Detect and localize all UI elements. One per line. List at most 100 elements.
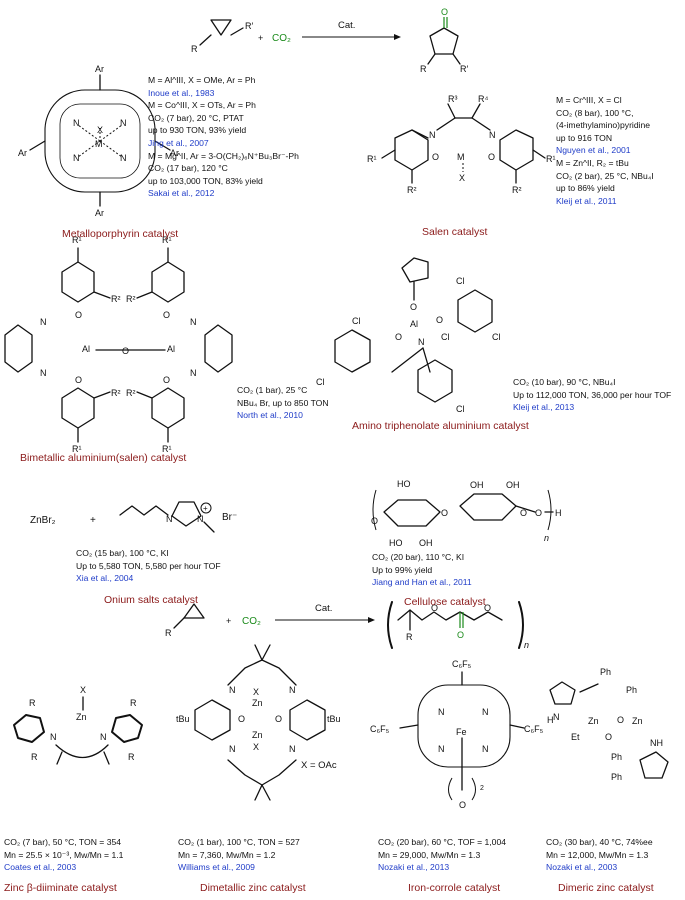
svg-text:N: N: [190, 317, 197, 327]
svg-text:Cat.: Cat.: [315, 603, 332, 614]
svg-text:R²: R²: [126, 294, 136, 304]
reaction1-co2: CO₂: [272, 33, 291, 44]
reference-link[interactable]: Kleij et al., 2011: [556, 195, 617, 206]
svg-text:Zn: Zn: [252, 730, 263, 740]
svg-text:Ar: Ar: [95, 64, 104, 74]
svg-text:M: M: [95, 139, 103, 149]
cond-line: Mn = 25.5 × 10⁻³, Mw/Mn = 1.1: [4, 849, 124, 860]
svg-text:Ph: Ph: [626, 685, 637, 695]
svg-text:N: N: [553, 712, 560, 722]
svg-text:R: R: [130, 698, 137, 708]
cond-line: M = Al^III, X = OMe, Ar = Ph: [148, 75, 256, 85]
svg-text:C₆F₅: C₆F₅: [524, 724, 544, 734]
cond-line: up to 916 TON: [556, 132, 613, 143]
zinc-bdi-caption: Zinc β-diiminate catalyst: [4, 882, 117, 894]
svg-text:O: O: [371, 516, 378, 526]
svg-text:tBu: tBu: [176, 714, 190, 724]
cond-line: NBu₄ Br, up to 850 TON: [237, 397, 329, 408]
svg-text:C₆F₅: C₆F₅: [370, 724, 390, 734]
svg-text:Ph: Ph: [611, 752, 622, 762]
svg-text:O: O: [395, 332, 402, 342]
svg-text:O: O: [535, 508, 542, 518]
reference-link[interactable]: North et al., 2010: [237, 410, 303, 421]
svg-text:R²: R²: [126, 388, 136, 398]
svg-text:Cl: Cl: [441, 332, 450, 342]
reaction1-scheme: R R′ + CO₂ Cat. O R R′: [191, 7, 468, 74]
reference-link[interactable]: Jiang and Han et al., 2011: [372, 577, 472, 588]
svg-text:R: R: [31, 752, 38, 762]
svg-text:N: N: [166, 514, 173, 524]
svg-text:N: N: [429, 130, 436, 140]
svg-text:OH: OH: [506, 480, 520, 490]
svg-text:Zn: Zn: [632, 716, 643, 726]
svg-text:Cl: Cl: [456, 276, 465, 286]
reaction2-scheme: R + CO₂ Cat. R O O O n: [165, 601, 529, 650]
reference-link[interactable]: Coates et al., 2003: [4, 862, 77, 873]
cond-line: CO₂ (1 bar), 25 °C: [237, 385, 308, 395]
svg-text:Al: Al: [167, 344, 175, 354]
svg-text:+: +: [226, 616, 231, 626]
corrole-conditions: CO₂ (20 bar), 60 °C, TOF = 1,004 Mn = 29…: [378, 836, 506, 874]
reference-link[interactable]: Inoue et al., 1983: [148, 87, 215, 98]
svg-text:HO: HO: [389, 538, 403, 548]
svg-text:O: O: [431, 603, 438, 613]
reference-link[interactable]: Kleij et al., 2013: [513, 402, 575, 413]
reference-link[interactable]: Nguyen et al., 2001: [556, 145, 631, 156]
cond-line: Mn = 29,000, Mw/Mn = 1.3: [378, 849, 481, 860]
svg-text:R: R: [29, 698, 36, 708]
dimeric-conditions: CO₂ (30 bar), 40 °C, 74%ee Mn = 12,000, …: [546, 836, 653, 874]
svg-text:N: N: [120, 153, 127, 163]
reference-link[interactable]: Jing et al., 2007: [148, 137, 209, 148]
svg-text:Ar: Ar: [18, 148, 27, 158]
svg-text:X: X: [97, 125, 103, 135]
svg-text:R²: R²: [111, 294, 121, 304]
svg-text:R: R: [128, 752, 135, 762]
cond-line: M = Mg^II, Ar = 3-O(CH₂)₆N⁺Bu₃Br⁻-Ph: [148, 150, 299, 161]
metalloporphyrin-structure: X M N N N N Ar Ar Ar Ar: [18, 64, 179, 218]
svg-text:N: N: [289, 685, 296, 695]
svg-text:N: N: [40, 368, 47, 378]
svg-text:N: N: [482, 744, 489, 754]
svg-text:Al: Al: [82, 344, 90, 354]
reference-link[interactable]: Williams et al., 2009: [178, 862, 255, 873]
bimetallic-caption: Bimetallic aluminium(salen) catalyst: [20, 452, 187, 464]
reference-link[interactable]: Nozaki et al., 2013: [378, 862, 450, 873]
cond-line: CO₂ (1 bar), 100 °C, TON = 527: [178, 837, 300, 847]
cond-line: CO₂ (20 bar), 60 °C, TOF = 1,004: [378, 837, 507, 847]
svg-text:N: N: [120, 118, 127, 128]
epoxide-ring: [210, 19, 232, 36]
svg-text:OH: OH: [470, 480, 484, 490]
svg-text:X: X: [253, 742, 259, 752]
svg-text:N: N: [73, 153, 80, 163]
svg-text:Br⁻: Br⁻: [222, 512, 237, 523]
reference-link[interactable]: Xia et al., 2004: [76, 573, 134, 584]
cond-line: CO₂ (10 bar), 90 °C, NBu₄I: [513, 377, 616, 387]
zinc-bdi-structure: X Zn N N R R R R: [13, 685, 143, 765]
svg-text:Zn: Zn: [76, 712, 87, 722]
svg-text:Et: Et: [571, 732, 580, 742]
svg-text:HO: HO: [397, 479, 411, 489]
cond-line: CO₂ (30 bar), 40 °C, 74%ee: [546, 837, 653, 847]
reference-link[interactable]: Nozaki et al., 2003: [546, 862, 618, 873]
svg-text:N: N: [289, 744, 296, 754]
svg-text:+: +: [203, 504, 208, 513]
svg-text:tBu: tBu: [327, 714, 341, 724]
reference-link[interactable]: Sakai et al., 2012: [148, 188, 215, 199]
bimetallic-structure: R¹ R² N O Al O N R¹ R² O R¹ R² N O Al O: [4, 235, 233, 454]
svg-text:R¹: R¹: [72, 444, 82, 454]
cellulose-conditions: CO₂ (20 bar), 110 °C, KI Up to 99% yield…: [372, 551, 472, 589]
svg-text:Cl: Cl: [492, 332, 501, 342]
svg-text:N: N: [489, 130, 496, 140]
svg-text:H: H: [547, 715, 554, 725]
cond-line: CO₂ (2 bar), 25 °C, NBu₄I: [556, 170, 654, 181]
svg-text:Fe: Fe: [456, 727, 467, 737]
svg-text:H: H: [555, 508, 562, 518]
svg-text:X: X: [80, 685, 86, 695]
svg-text:R²: R²: [512, 185, 522, 195]
svg-text:O: O: [163, 310, 170, 320]
amino-conditions: CO₂ (10 bar), 90 °C, NBu₄I Up to 112,000…: [513, 376, 671, 414]
cellulose-structure: O O HO OH OH OH O HO O H n: [371, 479, 562, 548]
svg-text:N: N: [438, 707, 445, 717]
svg-text:N: N: [229, 685, 236, 695]
svg-text:Cl: Cl: [352, 316, 361, 326]
